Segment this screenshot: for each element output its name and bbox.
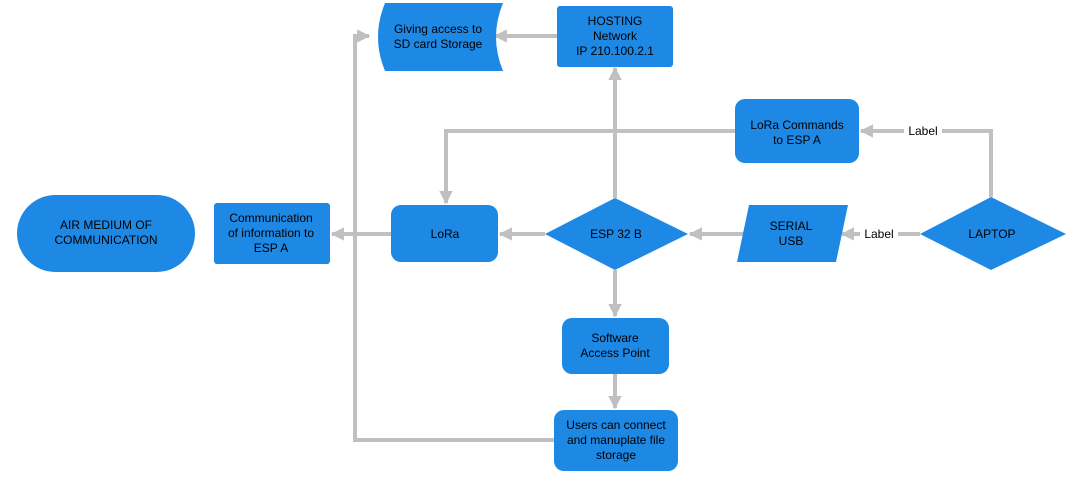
svg-text:Label: Label xyxy=(908,124,937,138)
edge-lora-commands-to-lora xyxy=(439,129,735,205)
node-communication-info: Communication of information to ESP A xyxy=(214,203,330,264)
svg-text:Label: Label xyxy=(864,227,893,241)
svg-text:to ESP A: to ESP A xyxy=(773,133,821,147)
svg-text:USB: USB xyxy=(779,234,804,248)
svg-text:LAPTOP: LAPTOP xyxy=(968,227,1015,241)
svg-text:ESP 32 B: ESP 32 B xyxy=(590,227,642,241)
node-lora: LoRa xyxy=(391,205,498,262)
node-sd-card: Giving access to SD card Storage xyxy=(378,3,503,71)
svg-text:Network: Network xyxy=(593,29,638,43)
node-lora-commands: LoRa Commands to ESP A xyxy=(735,99,859,163)
node-software-ap: Software Access Point xyxy=(562,318,669,374)
node-hosting: HOSTING Network IP 210.100.2.1 xyxy=(557,6,673,67)
svg-text:and manuplate file: and manuplate file xyxy=(567,433,665,447)
svg-text:storage: storage xyxy=(596,448,636,462)
svg-text:LoRa: LoRa xyxy=(431,227,460,241)
edge-label-laptop-serial: Label xyxy=(860,226,898,242)
svg-text:Access Point: Access Point xyxy=(580,346,650,360)
svg-text:AIR MEDIUM OF: AIR MEDIUM OF xyxy=(60,218,152,232)
node-serial-usb: SERIAL USB xyxy=(737,205,848,262)
edge-label-laptop-lora-commands: Label xyxy=(904,123,942,139)
svg-text:Giving access to: Giving access to xyxy=(394,22,482,36)
node-esp32b: ESP 32 B xyxy=(545,198,688,270)
svg-text:COMMUNICATION: COMMUNICATION xyxy=(54,233,157,247)
edge-users-to-sd-card xyxy=(353,29,554,442)
svg-text:LoRa Commands: LoRa Commands xyxy=(750,118,843,132)
svg-text:Software: Software xyxy=(591,331,639,345)
node-air-medium: AIR MEDIUM OF COMMUNICATION xyxy=(17,195,195,272)
svg-text:SD card Storage: SD card Storage xyxy=(394,37,483,51)
svg-text:Users can connect: Users can connect xyxy=(566,418,666,432)
node-users-connect: Users can connect and manuplate file sto… xyxy=(554,410,678,471)
svg-text:HOSTING: HOSTING xyxy=(588,14,643,28)
edge-laptop-to-lora-commands xyxy=(859,124,993,197)
svg-text:of information to: of information to xyxy=(228,226,314,240)
svg-text:ESP A: ESP A xyxy=(254,241,288,255)
svg-text:IP 210.100.2.1: IP 210.100.2.1 xyxy=(576,44,654,58)
svg-text:Communication: Communication xyxy=(229,211,312,225)
svg-text:SERIAL: SERIAL xyxy=(770,219,813,233)
node-laptop: LAPTOP xyxy=(920,197,1066,270)
